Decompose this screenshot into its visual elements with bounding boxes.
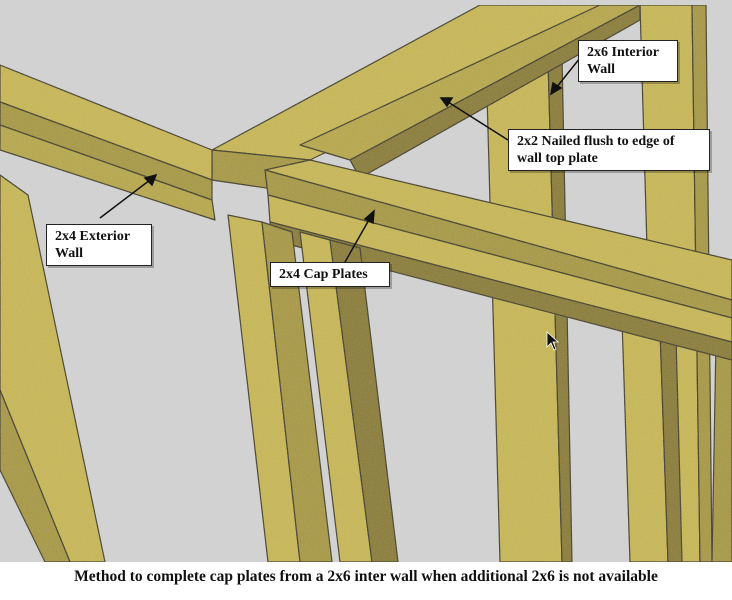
label-interior-wall: 2x6 Interior Wall [578,40,678,82]
label-exterior-wall-line2: Wall [55,246,84,261]
arrowhead-exterior-wall [143,173,158,187]
right-edge-stud [711,339,732,563]
corner-stud-4 [329,239,399,563]
label-cap-plates: 2x4 Cap Plates [270,262,390,287]
label-interior-wall-line1: 2x6 Interior [587,45,659,60]
exterior-plate-bottom [0,124,216,221]
corner-stud-2 [261,221,333,563]
arrow-nailed-flush [447,101,509,141]
arrow-exterior-wall [99,179,151,219]
label-nailed-flush: 2x2 Nailed flush to edge of wall top pla… [508,129,710,171]
arrowhead-cap-plates [363,209,375,225]
label-nailed-flush-line2: wall top plate [517,151,598,166]
label-exterior-wall: 2x4 Exterior Wall [46,224,152,266]
label-cap-plates-text: 2x4 Cap Plates [279,267,368,282]
cap-plate-lower [267,194,732,343]
arrowhead-nailed-flush [439,97,454,108]
label-interior-wall-line2: Wall [587,62,616,77]
mouse-cursor-icon [546,331,560,351]
arrow-cap-plates [344,217,371,263]
figure-caption: Method to complete cap plates from a 2x6… [74,568,658,585]
cap-plate-upper-side [264,169,732,319]
label-nailed-flush-line1: 2x2 Nailed flush to edge of [517,134,675,149]
left-brace [0,174,106,563]
left-brace-side [0,389,71,563]
arrow-interior-wall [555,57,581,89]
arrowhead-interior-wall [549,81,563,96]
label-exterior-wall-line1: 2x4 Exterior [55,229,131,244]
